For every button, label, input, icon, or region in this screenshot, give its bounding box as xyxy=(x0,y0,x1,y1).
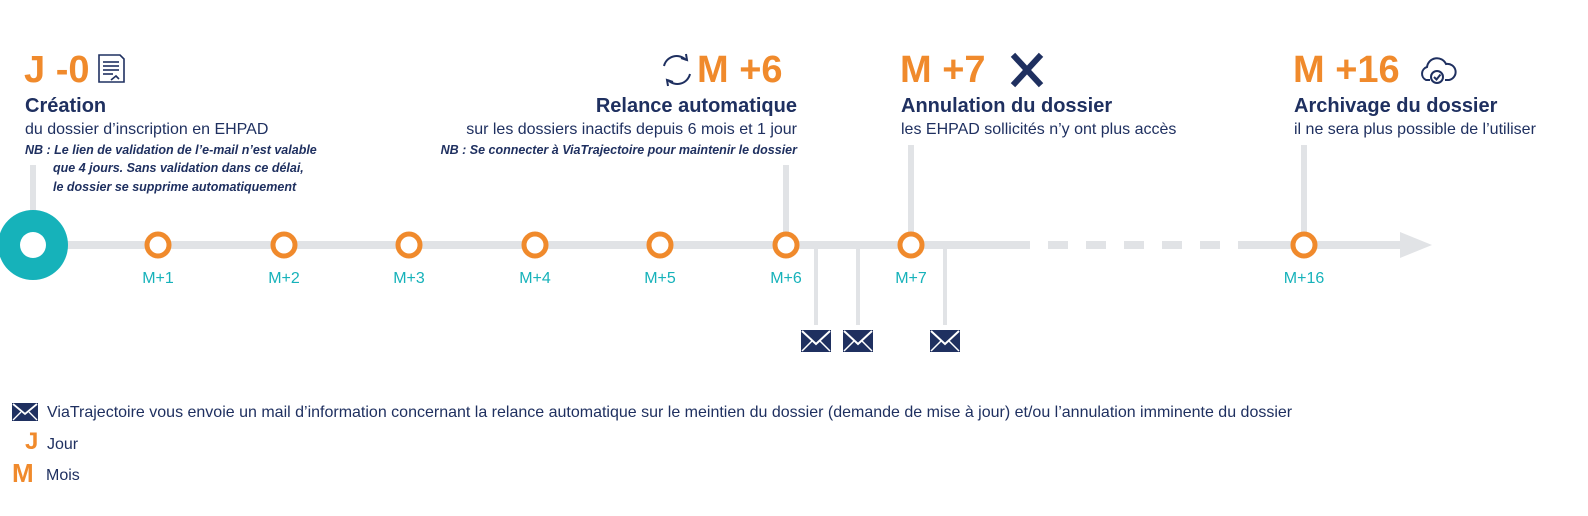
timeline-arrow xyxy=(1400,232,1432,258)
node-m4 xyxy=(521,231,549,259)
mail-icon xyxy=(930,330,960,352)
month-label: M+16 xyxy=(1283,270,1325,287)
month-label: M+2 xyxy=(268,270,300,287)
mail-icon xyxy=(801,330,831,352)
title-annulation: Annulation du dossier xyxy=(901,95,1113,117)
cloud-check-icon xyxy=(1421,57,1457,84)
nb-line-2: que 4 jours. Sans validation dans ce dél… xyxy=(53,161,304,175)
legend-j-text: Jour xyxy=(47,436,79,453)
mail-icon xyxy=(843,330,873,352)
month-label: M+3 xyxy=(393,270,425,287)
node-m3 xyxy=(395,231,423,259)
node-m6 xyxy=(772,231,800,259)
title-creation: Création xyxy=(25,95,107,117)
subtitle-creation: du dossier d’inscription en EHPAD xyxy=(25,121,269,138)
node-m2 xyxy=(270,231,298,259)
node-m7 xyxy=(897,231,925,259)
nb-relance: NB : Se connecter à ViaTrajectoire pour … xyxy=(440,143,797,157)
refresh-icon xyxy=(663,53,691,87)
legend-m-letter: M xyxy=(12,458,34,488)
start-node-center xyxy=(20,232,46,258)
title-relance: Relance automatique xyxy=(595,95,797,117)
tag-m16: M +16 xyxy=(1293,49,1400,91)
node-m1 xyxy=(144,231,172,259)
tag-m7: M +7 xyxy=(900,49,986,91)
tag-j0: J -0 xyxy=(24,49,90,91)
tag-m6: M +6 xyxy=(697,49,783,91)
subtitle-relance: sur les dossiers inactifs depuis 6 mois … xyxy=(466,121,797,138)
node-m16 xyxy=(1290,231,1318,259)
month-label: M+6 xyxy=(770,270,802,287)
nb-line-1: NB : Le lien de validation de l’e-mail n… xyxy=(25,143,317,157)
node-m5 xyxy=(646,231,674,259)
subtitle-archivage: il ne sera plus possible de l’utiliser xyxy=(1294,121,1536,138)
month-label: M+4 xyxy=(519,270,551,287)
month-label: M+1 xyxy=(142,270,174,287)
cross-icon xyxy=(1010,52,1044,88)
title-archivage: Archivage du dossier xyxy=(1294,95,1498,117)
legend-m-text: Mois xyxy=(46,467,80,484)
subtitle-annulation: les EHPAD sollicités n’y ont plus accès xyxy=(901,121,1177,138)
document-icon xyxy=(98,54,125,83)
month-label: M+7 xyxy=(895,270,927,287)
legend-mail-icon xyxy=(12,403,38,421)
nb-line-3: le dossier se supprime automatiquement xyxy=(53,180,297,194)
month-label: M+5 xyxy=(644,270,676,287)
legend-mail-text: ViaTrajectoire vous envoie un mail d’inf… xyxy=(47,404,1293,421)
legend-j-letter: J xyxy=(25,428,39,455)
